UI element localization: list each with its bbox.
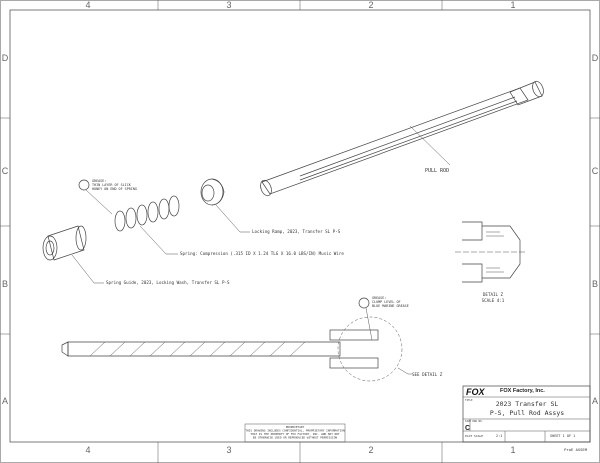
pull-rod-part bbox=[260, 80, 544, 197]
spring-label: Spring: Compression (.315 ID X 1.24 TLG … bbox=[180, 251, 344, 256]
detail-z-view bbox=[455, 221, 525, 283]
leader-line bbox=[397, 367, 412, 375]
detail-title: DETAIL Z bbox=[483, 292, 504, 297]
zone-col-label: 3 bbox=[226, 445, 231, 455]
spring-guide-part bbox=[42, 225, 87, 261]
leader-line bbox=[71, 254, 104, 284]
locking-ramp-label: Locking Ramp, 2023, Transfer SL P-S bbox=[252, 229, 341, 234]
grease-note-line: GREASE: bbox=[372, 296, 386, 300]
svg-text:THAT IS THE PROPERTY OF FOX FA: THAT IS THE PROPERTY OF FOX FACTORY, INC… bbox=[250, 432, 340, 436]
svg-text:THIS DRAWING INCLUDES CONFIDEN: THIS DRAWING INCLUDES CONFIDENTIAL, PROP… bbox=[245, 429, 345, 433]
zone-col-label: 3 bbox=[226, 0, 231, 10]
zone-row-label: D bbox=[2, 53, 9, 63]
zone-row-label: C bbox=[2, 166, 9, 176]
zone-labels: 4 3 2 1 4 3 2 1 D C B A D C B A bbox=[2, 0, 599, 455]
zone-row-label: D bbox=[592, 53, 599, 63]
zone-col-label: 4 bbox=[85, 445, 90, 455]
zone-col-label: 1 bbox=[510, 0, 515, 10]
plot-scale-label: PLOT SCALE bbox=[465, 434, 483, 438]
svg-text:BE OTHERWISE USED OR REPRODUCE: BE OTHERWISE USED OR REPRODUCED WITHOUT … bbox=[253, 436, 338, 440]
sheet-size: C bbox=[465, 425, 470, 432]
sheet-number: SHEET 1 OF 1 bbox=[550, 434, 575, 438]
grease-note-line: HONEY ON END OF SPRING bbox=[92, 187, 137, 191]
leader-line bbox=[139, 225, 178, 255]
leader-line bbox=[215, 204, 250, 233]
grease-icon bbox=[78, 179, 90, 191]
locking-ramp-part bbox=[200, 178, 225, 206]
zone-row-label: A bbox=[592, 396, 598, 406]
detail-scale: SCALE 4:1 bbox=[482, 298, 505, 303]
zone-col-label: 2 bbox=[368, 445, 373, 455]
spring-part bbox=[114, 195, 180, 232]
leader-line bbox=[85, 189, 113, 215]
detail-circle bbox=[337, 316, 403, 382]
grease-note-line: BLUE MARINE GREASE bbox=[372, 304, 409, 308]
grease-note-line: CLUMP LEVEL OF bbox=[372, 300, 401, 304]
zone-col-label: 2 bbox=[368, 0, 373, 10]
grease-note-line: GREASE: bbox=[92, 179, 106, 183]
model-type-label: ProE ASSEM bbox=[564, 447, 588, 452]
leader-line bbox=[409, 125, 451, 166]
proprietary-notice: PROPRIETARY THIS DRAWING INCLUDES CONFID… bbox=[244, 423, 346, 443]
company-name: FOX Factory, Inc. bbox=[500, 388, 545, 394]
spring-guide-label: Spring Guide, 2023, Locking Wash, Transf… bbox=[106, 280, 230, 285]
drawing-title-line2: P-S, Pull Rod Assys bbox=[490, 409, 564, 417]
zone-row-label: B bbox=[592, 279, 598, 289]
grease-icon bbox=[358, 297, 370, 309]
svg-text:PROPRIETARY: PROPRIETARY bbox=[286, 425, 305, 429]
leader-line bbox=[365, 307, 373, 341]
plot-scale: 2:1 bbox=[496, 434, 502, 438]
zone-col-label: 4 bbox=[85, 0, 90, 10]
zone-row-label: B bbox=[2, 279, 8, 289]
size-label: SIZE DWG NO. bbox=[465, 419, 483, 423]
title-block: FOX FOX Factory, Inc. TITLE 2023 Transfe… bbox=[462, 385, 591, 443]
pull-rod-label: PULL ROD bbox=[425, 168, 449, 174]
drawing-title-line1: 2023 Transfer SL bbox=[496, 400, 559, 408]
title-label: TITLE bbox=[465, 398, 473, 402]
fox-logo: FOX bbox=[466, 387, 485, 397]
pull-rod-section-view bbox=[61, 329, 379, 369]
zone-row-label: A bbox=[2, 396, 8, 406]
see-detail-label: SEE DETAIL Z bbox=[412, 372, 443, 377]
zone-col-label: 1 bbox=[510, 445, 515, 455]
grease-note-line: THIN LAYER OF SLICK bbox=[92, 183, 132, 187]
zone-row-label: C bbox=[592, 166, 599, 176]
